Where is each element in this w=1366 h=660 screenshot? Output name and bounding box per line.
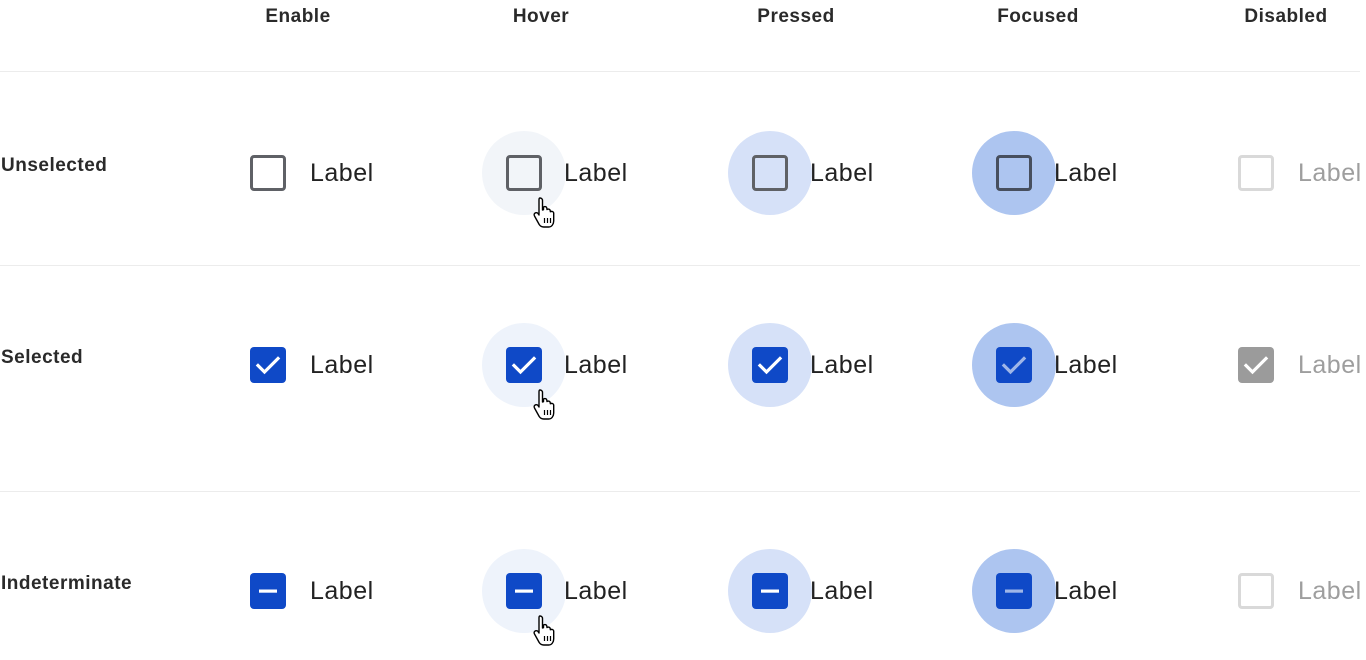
checkbox-label: Label — [564, 159, 628, 187]
hand-pointer-cursor-icon — [532, 387, 562, 423]
checkbox-label: Label — [310, 159, 374, 187]
checkbox-box[interactable] — [250, 155, 286, 191]
check-icon — [1001, 356, 1027, 375]
checkbox-selected-hover[interactable]: Label — [482, 323, 627, 420]
column-header-enable: Enable — [265, 6, 331, 27]
checkbox-selected-pressed[interactable]: Label — [728, 323, 873, 407]
checkbox-label: Label — [810, 351, 874, 379]
checkbox-label: Label — [1298, 351, 1362, 379]
checkbox-unselected-pressed[interactable]: Label — [728, 131, 873, 215]
checkbox-unselected-hover[interactable]: Label — [482, 131, 627, 228]
checkbox-box[interactable] — [1238, 347, 1274, 383]
checkbox-box[interactable] — [506, 573, 542, 609]
hand-pointer-cursor-icon — [532, 613, 562, 649]
checkbox-selected-focused[interactable]: Label — [972, 323, 1117, 407]
checkbox-box[interactable] — [1238, 155, 1274, 191]
checkbox-indeterminate-hover[interactable]: Label — [482, 549, 627, 646]
checkbox-box[interactable] — [506, 155, 542, 191]
checkbox-label: Label — [1298, 159, 1362, 187]
pressed-state-layer — [728, 131, 812, 215]
checkbox-box[interactable] — [250, 573, 286, 609]
column-header-hover: Hover — [512, 6, 570, 27]
hand-pointer-cursor-icon — [532, 195, 562, 231]
check-icon — [1243, 356, 1269, 375]
minus-icon — [259, 589, 277, 593]
checkbox-indeterminate-focused[interactable]: Label — [972, 549, 1117, 633]
checkbox-label: Label — [810, 577, 874, 605]
minus-icon — [761, 589, 779, 593]
check-icon — [255, 356, 281, 375]
checkbox-label: Label — [310, 351, 374, 379]
hover-state-layer — [482, 131, 566, 215]
minus-icon — [515, 589, 533, 593]
checkbox-label: Label — [1054, 351, 1118, 379]
checkbox-selected-disabled: Label — [1214, 323, 1361, 407]
checkbox-label: Label — [564, 351, 628, 379]
column-header-pressed: Pressed — [757, 6, 835, 27]
row-divider — [0, 491, 1360, 492]
checkbox-unselected-disabled: Label — [1214, 131, 1361, 215]
checkbox-label: Label — [1054, 577, 1118, 605]
checkbox-unselected-enable[interactable]: Label — [226, 131, 373, 215]
checkbox-indeterminate-enable[interactable]: Label — [226, 549, 373, 633]
checkbox-box[interactable] — [752, 347, 788, 383]
checkbox-label: Label — [1054, 159, 1118, 187]
row-divider — [0, 71, 1360, 72]
checkbox-label: Label — [1298, 577, 1362, 605]
checkbox-box[interactable] — [506, 347, 542, 383]
check-icon — [511, 356, 537, 375]
checkbox-label: Label — [310, 577, 374, 605]
column-header-disabled: Disabled — [1244, 6, 1328, 27]
check-icon — [757, 356, 783, 375]
checkbox-box[interactable] — [996, 347, 1032, 383]
checkbox-label: Label — [810, 159, 874, 187]
checkbox-box[interactable] — [1238, 573, 1274, 609]
row-header-indeterminate: Indeterminate — [1, 573, 133, 594]
checkbox-label: Label — [564, 577, 628, 605]
checkbox-box[interactable] — [752, 573, 788, 609]
checkbox-unselected-focused[interactable]: Label — [972, 131, 1117, 215]
checkbox-box[interactable] — [250, 347, 286, 383]
checkbox-selected-enable[interactable]: Label — [226, 323, 373, 407]
checkbox-box[interactable] — [996, 573, 1032, 609]
column-header-focused: Focused — [997, 6, 1079, 27]
row-header-unselected: Unselected — [1, 155, 108, 176]
checkbox-indeterminate-disabled: Label — [1214, 549, 1361, 633]
row-header-selected: Selected — [1, 347, 84, 368]
checkbox-box[interactable] — [752, 155, 788, 191]
focused-state-layer — [972, 131, 1056, 215]
row-divider — [0, 265, 1360, 266]
minus-icon — [1005, 589, 1023, 593]
checkbox-box[interactable] — [996, 155, 1032, 191]
checkbox-indeterminate-pressed[interactable]: Label — [728, 549, 873, 633]
